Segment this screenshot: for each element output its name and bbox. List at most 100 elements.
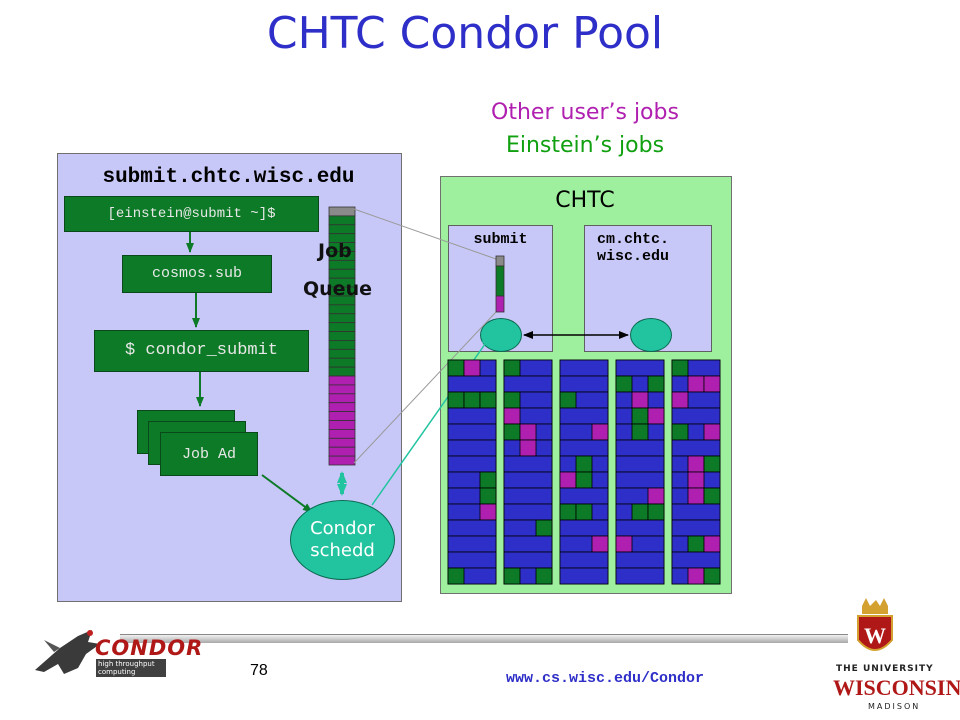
rack-cell-einstein-job [447, 391, 465, 409]
queue-slot-other-job [328, 375, 356, 386]
rack-slot-idle [447, 535, 497, 553]
execute-racks [447, 359, 721, 585]
queue-slot-einstein-job [328, 224, 356, 235]
central-manager-oval [630, 318, 672, 352]
rack-cell-other-job [671, 391, 689, 409]
cm-node-label: cm.chtc. wisc.edu [597, 231, 669, 265]
rack-slot-idle [447, 439, 497, 457]
rack-slot-idle [503, 535, 553, 553]
rack-cell-other-job [647, 487, 665, 505]
rack-slot-idle [447, 407, 497, 425]
queue-slot-einstein-job [328, 322, 356, 332]
rack-slot-idle [671, 551, 721, 569]
rack-cell-other-job [703, 423, 721, 441]
job-queue [328, 206, 356, 466]
chtc-label: CHTC [555, 188, 615, 213]
flow-arrow-jobad-to-schedd [261, 474, 313, 513]
submit-file-box: cosmos.sub [122, 255, 272, 293]
rack-cell-einstein-job [575, 471, 593, 489]
rack-slot-idle [559, 375, 609, 393]
rack-cell-other-job [687, 567, 705, 585]
rack-cell-other-job [463, 359, 481, 377]
rack-slot-idle [615, 439, 665, 457]
rack-cell-einstein-job [447, 359, 465, 377]
queue-slot-einstein-job [328, 340, 356, 350]
uw-wordmark-main: WISCONSIN [833, 675, 960, 700]
rack-cell-einstein-job [559, 503, 577, 521]
rack-cell-einstein-job [503, 359, 521, 377]
rack-cell-other-job [479, 503, 497, 521]
rack-cell-other-job [687, 471, 705, 489]
condor-submit-command-box: $ condor_submit [94, 330, 309, 372]
rack-cell-other-job [615, 535, 633, 553]
rack-slot-idle [615, 455, 665, 473]
rack-slot-idle [559, 551, 609, 569]
queue-slot-other-job [328, 437, 356, 448]
job-queue-label-line2: Queue [303, 278, 372, 300]
rack-cell-other-job [687, 487, 705, 505]
queue-slot-other-job [328, 393, 356, 404]
rack-slot-idle [559, 519, 609, 537]
rack-cell-other-job [631, 391, 649, 409]
rack-slot-idle [503, 375, 553, 393]
queue-slot-other-job [328, 446, 356, 457]
rack-cell-other-job [519, 423, 537, 441]
rack-slot-idle [447, 455, 497, 473]
queue-slot-other-job [328, 411, 356, 421]
rack-cell-other-job [591, 535, 609, 553]
rack-cell-einstein-job [703, 567, 721, 585]
rack-cell-einstein-job [479, 487, 497, 505]
rack-cell-other-job [503, 407, 521, 425]
slide-title: CHTC Condor Pool [266, 8, 664, 59]
schedd-label-line2: schedd [310, 540, 375, 561]
rack-slot-idle [447, 551, 497, 569]
rack-slot-idle [615, 567, 665, 585]
schedd-label-line1: Condor [310, 518, 375, 539]
uw-wordmark-top: THE UNIVERSITY [836, 664, 934, 674]
queue-slot-einstein-job [328, 313, 356, 324]
footer-url: www.cs.wisc.edu/Condor [506, 670, 705, 687]
queue-slot-other-job [328, 402, 356, 413]
queue-slot-empty [328, 206, 356, 217]
rack-cell-other-job [591, 423, 609, 441]
queue-slot-other-job [328, 384, 356, 395]
rack-cell-other-job [703, 535, 721, 553]
condor-bird-logo [35, 630, 100, 674]
rack-cell-einstein-job [631, 407, 649, 425]
rack-slot-idle [503, 455, 553, 473]
rack-cell-einstein-job [559, 391, 577, 409]
chtc-submit-node-queue [495, 255, 505, 313]
rack-cell-einstein-job [503, 567, 521, 585]
uw-crest-logo: W [857, 598, 893, 651]
rack-slot-idle [559, 487, 609, 505]
rack-cell-einstein-job [447, 567, 465, 585]
rack-cell-einstein-job [535, 567, 553, 585]
rack-slot-idle [559, 439, 609, 457]
queue-slot-einstein-job [328, 268, 356, 279]
zoom-line-top [353, 208, 497, 260]
slide-number: 78 [250, 662, 268, 679]
rack-slot-idle [559, 567, 609, 585]
rack-slot-idle [447, 423, 497, 441]
rack-slot-idle [503, 551, 553, 569]
rack-cell-einstein-job [703, 487, 721, 505]
rack-cell-einstein-job [703, 455, 721, 473]
rack-slot-idle [503, 471, 553, 489]
job-queue-label-line1: Job [318, 240, 352, 262]
job-ad-card: Job Ad [160, 432, 258, 476]
queue-slot-einstein-job [328, 215, 356, 226]
cm-node-label-line1: cm.chtc. [597, 231, 670, 248]
legend-other-jobs: Other user’s jobs [491, 100, 679, 125]
rack-cell-einstein-job [631, 503, 649, 521]
uw-wordmark-bottom: MADISON [868, 702, 921, 711]
submit-node-label: submit [473, 231, 528, 248]
condor-logo-tagline: high throughput computing [96, 659, 166, 677]
rack-slot-idle [671, 439, 721, 457]
rack-cell-einstein-job [671, 359, 689, 377]
uw-crest-letter: W [864, 623, 886, 648]
rack-cell-einstein-job [479, 471, 497, 489]
queue-slot-einstein-job [328, 331, 356, 341]
rack-cell-einstein-job [615, 375, 633, 393]
rack-cell-einstein-job [647, 375, 665, 393]
